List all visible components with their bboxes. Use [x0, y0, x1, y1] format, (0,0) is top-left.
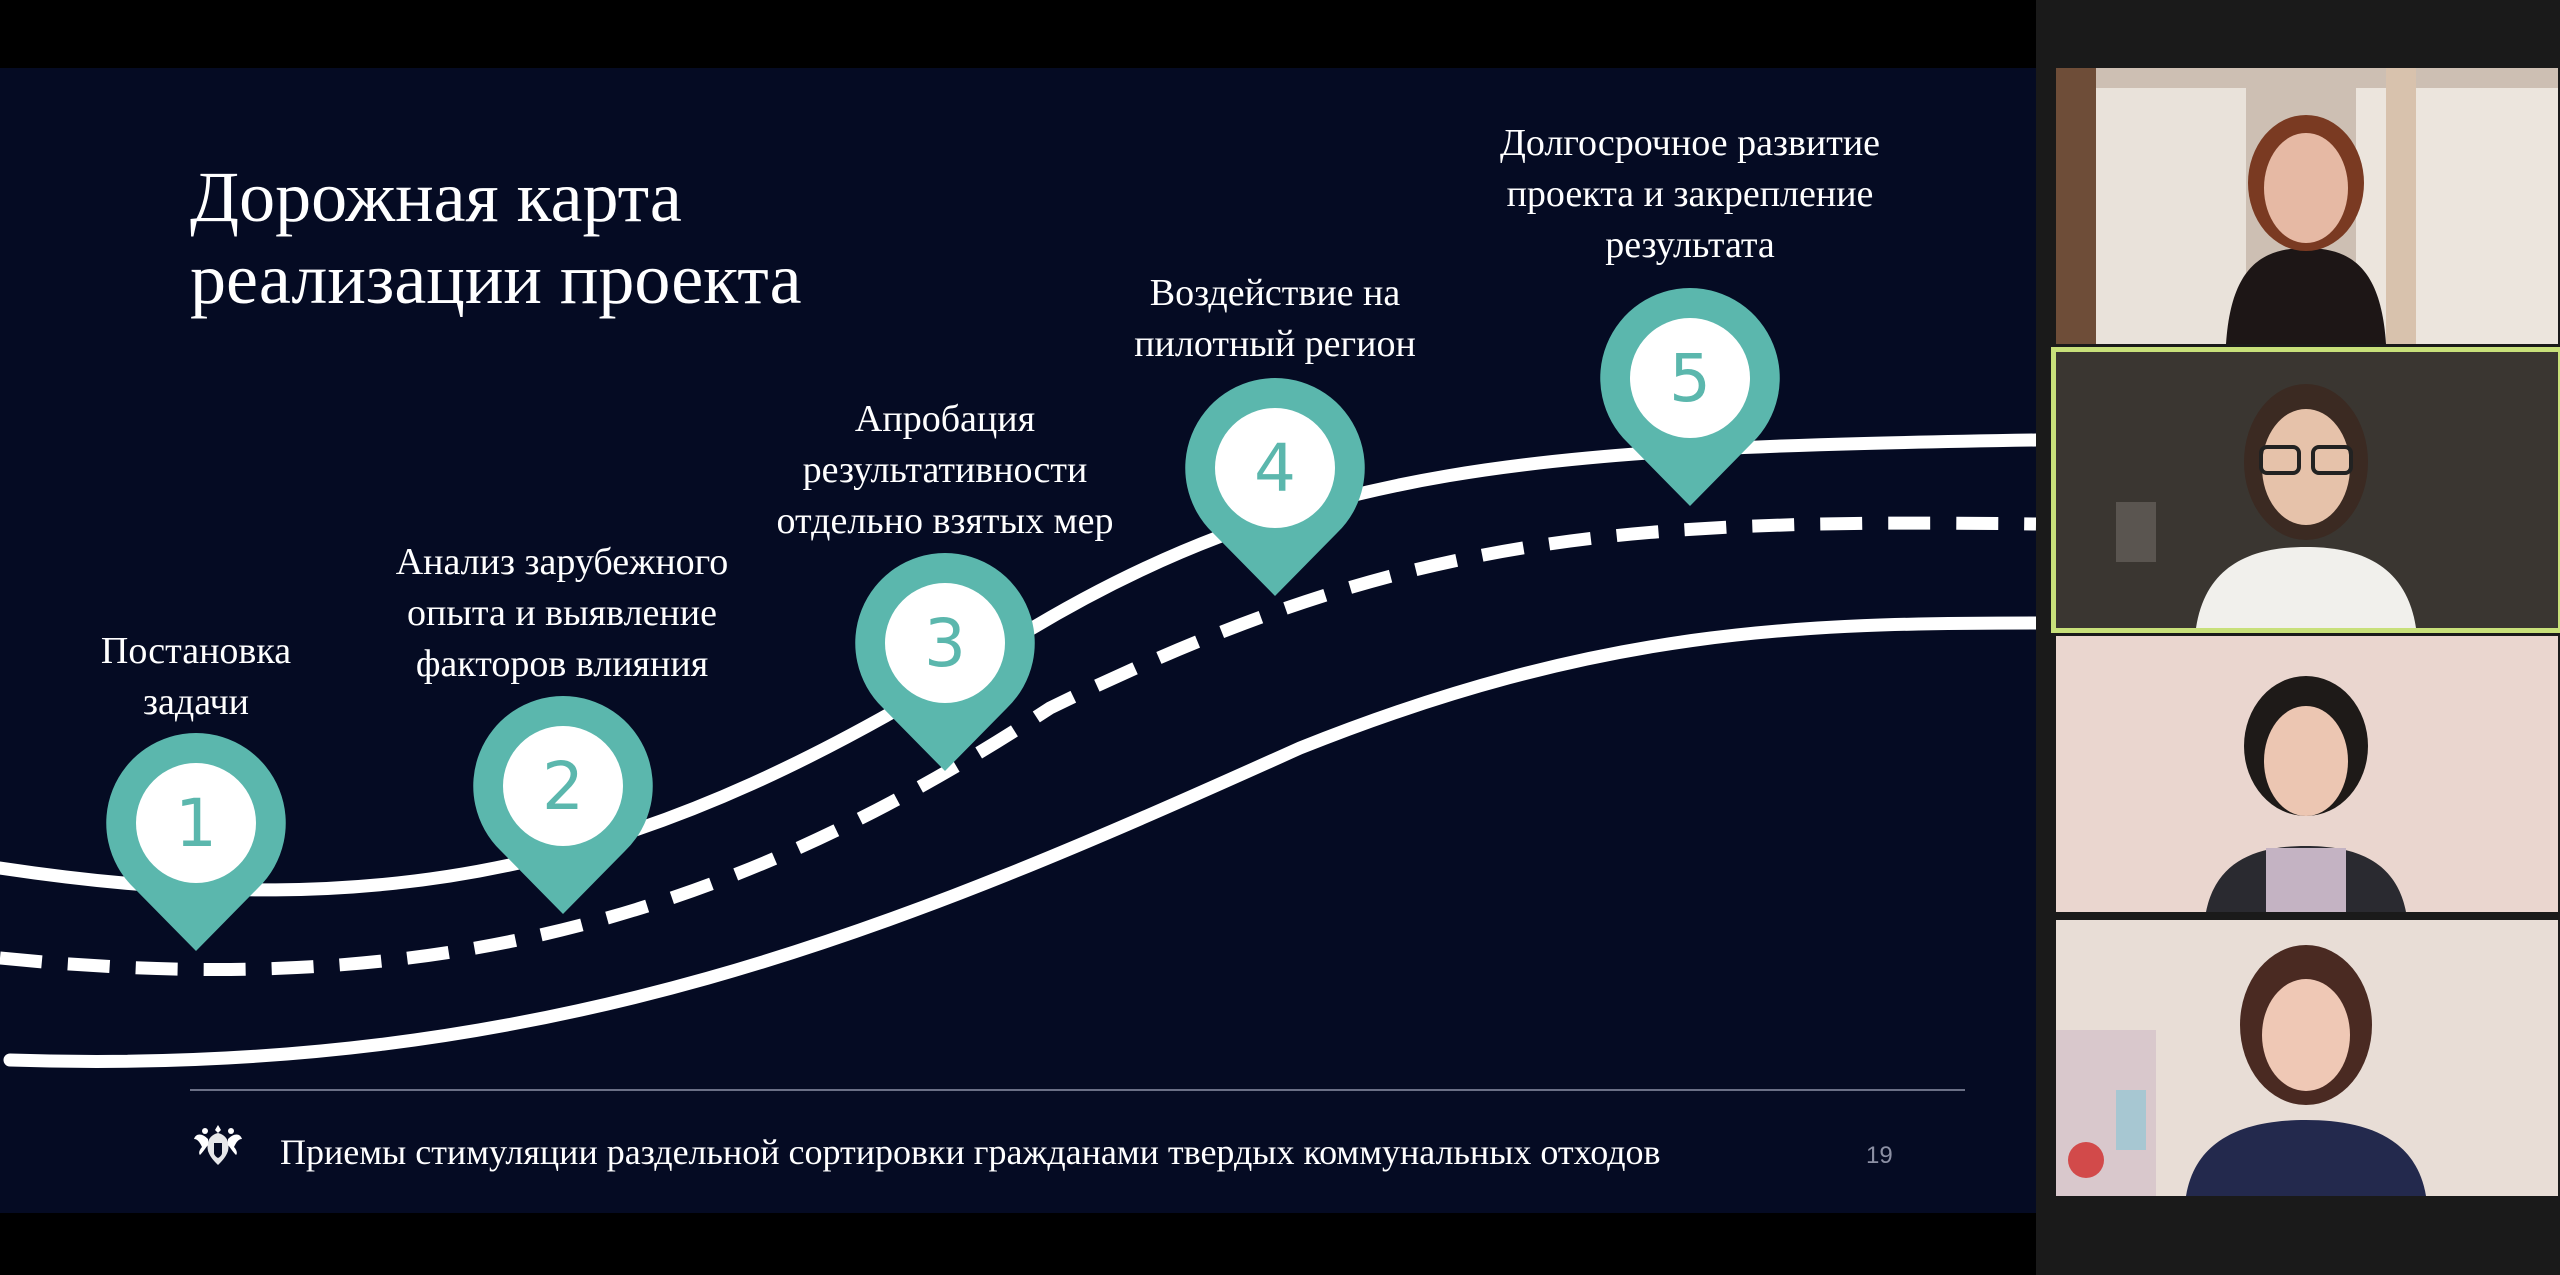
footer-divider [190, 1089, 1965, 1091]
milestone-4-pin: 4 [1185, 378, 1365, 598]
milestone-5-label: Долгосрочное развитие проекта и закрепле… [1500, 118, 1880, 271]
milestone-2-label-line: опыта и выявление [407, 592, 717, 634]
milestone-3-label-line: отдельно взятых мер [776, 500, 1114, 542]
milestone-1-label-line: задачи [142, 681, 250, 723]
participant-2-video [2056, 352, 2558, 628]
milestone-5-label-line: Долгосрочное развитие [1499, 122, 1881, 164]
map-pin-icon [1600, 288, 1780, 506]
milestone-4-label-line: пилотный регион [1134, 323, 1416, 365]
road-lower-edge [3, 616, 2036, 1068]
milestone-4-number: 4 [1254, 429, 1296, 507]
participant-3-video [2056, 636, 2558, 912]
milestone-5-pin: 5 [1600, 288, 1780, 508]
milestone-2-number: 2 [542, 747, 584, 825]
milestone-2-label-line: факторов влияния [415, 643, 709, 685]
participant-4-video [2056, 920, 2558, 1196]
slide-page-number: 19 [1866, 1142, 1893, 1169]
milestone-1-number: 1 [175, 784, 217, 862]
milestone-5-label-line: результата [1605, 224, 1775, 266]
milestone-4-label: Воздействие на пилотный регион [1134, 268, 1416, 370]
milestone-2-label-line: Анализ зарубежного [395, 541, 729, 583]
milestone-3-label: Апробация результативности отдельно взят… [777, 394, 1114, 547]
milestone-5-number: 5 [1669, 339, 1711, 417]
milestone-2-pin: 2 [473, 696, 653, 916]
milestone-3-label-line: Апробация [854, 398, 1036, 440]
road-center-dashes [0, 516, 2036, 976]
milestone-4-label-line: Воздействие на [1149, 272, 1401, 314]
map-pin-icon [855, 553, 1035, 771]
milestone-3-number: 3 [924, 604, 966, 682]
map-pin-icon [1185, 378, 1365, 596]
map-pin-icon [106, 733, 286, 951]
participant-video-tile-active-speaker[interactable] [2051, 347, 2560, 633]
participant-video-tile[interactable] [2056, 636, 2558, 912]
milestone-1-label: Постановка задачи [101, 626, 291, 728]
slide-title-line-1: Дорожная карта [190, 157, 682, 237]
milestone-1-label-line: Постановка [100, 630, 292, 672]
milestone-2-label: Анализ зарубежного опыта и выявление фак… [396, 537, 729, 690]
footer-text: Приемы стимуляции раздельной сортировки … [280, 1132, 1661, 1172]
presentation-slide: Дорожная карта реализации проекта Постан… [0, 68, 2036, 1213]
slide-title: Дорожная карта реализации проекта [190, 156, 802, 320]
milestone-3-pin: 3 [855, 553, 1035, 773]
participant-video-tile[interactable] [2056, 68, 2558, 344]
milestone-5-label-line: проекта и закрепление [1506, 173, 1874, 215]
participant-1-video [2056, 68, 2558, 344]
double-headed-eagle-emblem-icon [194, 1125, 242, 1165]
participants-gallery [2036, 0, 2560, 1275]
slide-title-line-2: реализации проекта [190, 239, 802, 319]
milestone-3-label-line: результативности [802, 449, 1088, 491]
milestone-1-pin: 1 [106, 733, 286, 953]
map-pin-icon [473, 696, 653, 914]
participant-video-tile[interactable] [2056, 920, 2558, 1196]
screen-share-area: Дорожная карта реализации проекта Постан… [0, 68, 2036, 1213]
